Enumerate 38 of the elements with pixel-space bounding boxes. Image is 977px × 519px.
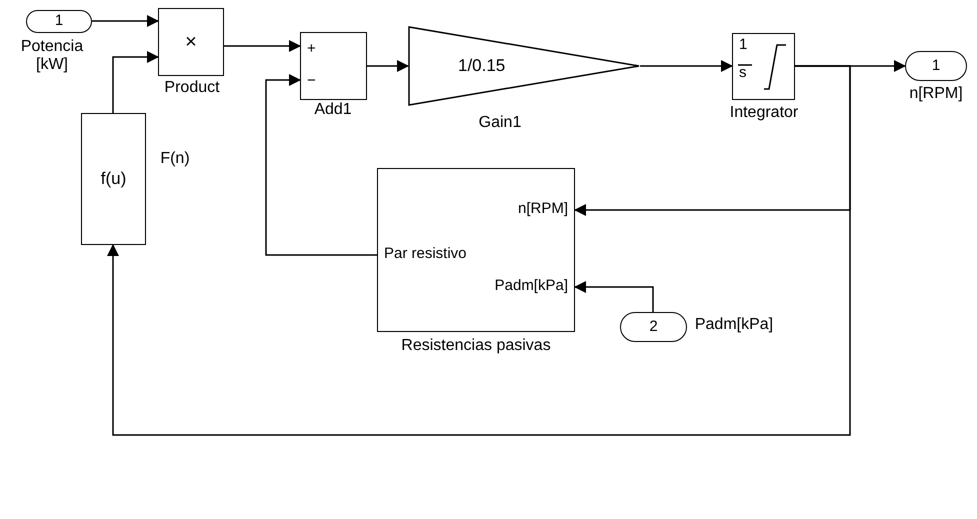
port-number: 2 — [649, 318, 658, 336]
signal-line — [574, 281, 654, 312]
signal-line — [224, 40, 301, 52]
port-label: Padm[kPa] — [494, 278, 568, 294]
function-block — [732, 33, 795, 100]
transfer-function: s — [739, 65, 746, 82]
block-label: Integrator — [728, 104, 800, 122]
signal-line — [107, 65, 851, 436]
multiply-sign: × — [185, 31, 197, 53]
port-block — [26, 10, 92, 33]
transfer-function: 1 — [739, 37, 748, 54]
outport-label: n[RPM] — [908, 85, 964, 104]
port-number: 1 — [54, 13, 64, 30]
sign-label: + — [307, 41, 316, 58]
sign-label: − — [307, 73, 316, 90]
port-number: 1 — [932, 58, 940, 74]
port-label: Par resistivo — [384, 246, 467, 262]
inport-label: Padm[kPa] — [694, 316, 774, 334]
gain-value: 1/0.15 — [458, 56, 506, 76]
signal-line — [640, 60, 733, 72]
signal-line — [112, 51, 159, 113]
port-block — [905, 51, 967, 81]
function-block — [81, 113, 146, 245]
function-block — [300, 32, 367, 100]
signal-label: F(n) — [159, 150, 191, 168]
port-block — [620, 312, 687, 342]
function-block — [377, 168, 575, 332]
inport-label: Potencia [kW] — [20, 38, 84, 75]
block-label: Product — [163, 79, 221, 98]
signal-line — [367, 60, 409, 72]
block-label: Add1 — [313, 101, 353, 120]
signal-line — [92, 15, 159, 27]
function-block — [158, 8, 224, 76]
block-label: Resistencias pasivas — [400, 337, 552, 356]
block-label: Gain1 — [478, 114, 522, 132]
signal-line — [265, 74, 377, 256]
port-label: n[RPM] — [518, 201, 568, 218]
function-label: f(u) — [100, 170, 126, 188]
